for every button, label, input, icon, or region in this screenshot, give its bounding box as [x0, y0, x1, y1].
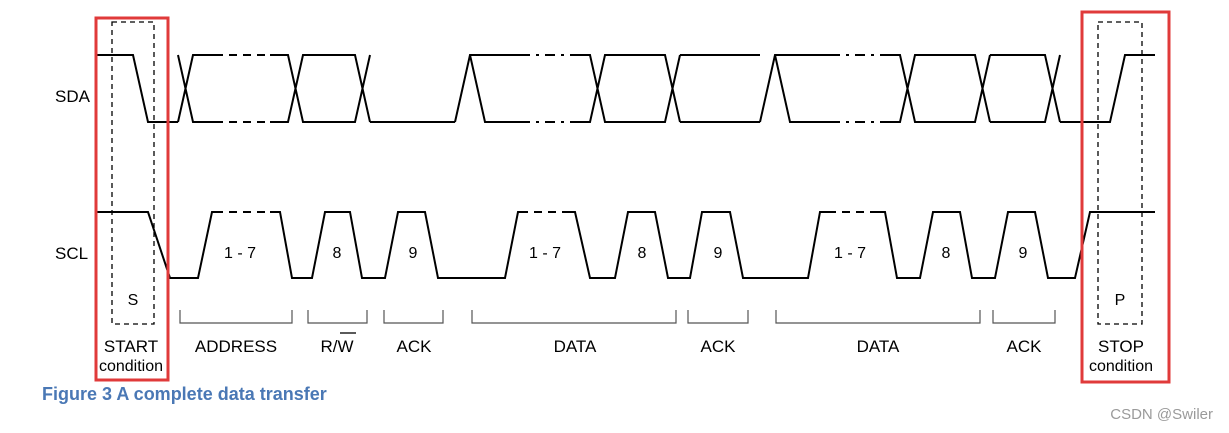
pulse-label: 1 - 7 [529, 245, 561, 262]
stop-highlight-box [1080, 10, 1171, 384]
figure-caption: Figure 3 A complete data transfer [42, 384, 327, 404]
segment-brackets [179, 310, 1056, 324]
pulse-label: 8 [942, 245, 951, 262]
pulse-label: 9 [1019, 245, 1028, 262]
stop-dashed-box [1097, 21, 1143, 325]
segment-label-ack: ACK [1007, 337, 1043, 356]
scl-pulse-labels: 1 - 7 8 9 1 - 7 8 9 1 - 7 8 9 [224, 245, 1028, 262]
pulse-label: 9 [409, 245, 418, 262]
segment-label-data: DATA [554, 337, 597, 356]
start-sublabel: condition [99, 358, 163, 375]
stop-symbol: P [1115, 292, 1126, 309]
watermark: CSDN @Swiler [1110, 406, 1213, 423]
scl-label: SCL [55, 244, 88, 263]
pulse-label: 8 [333, 245, 342, 262]
start-label: START [104, 337, 158, 356]
sda-label: SDA [55, 87, 91, 106]
pulse-label: 9 [714, 245, 723, 262]
pulse-label: 1 - 7 [834, 245, 866, 262]
segment-label-address: ADDRESS [195, 337, 277, 356]
segment-label-ack: ACK [701, 337, 737, 356]
segment-label-ack: ACK [397, 337, 433, 356]
stop-label: STOP [1098, 337, 1144, 356]
start-highlight-box [94, 16, 170, 382]
start-dashed-box [111, 21, 155, 325]
segment-labels: ADDRESS R/W ACK DATA ACK DATA ACK [195, 332, 1043, 356]
stop-sublabel: condition [1089, 358, 1153, 375]
start-symbol: S [128, 292, 139, 309]
scl-waveform [95, 211, 1155, 279]
pulse-label: 1 - 7 [224, 245, 256, 262]
pulse-label: 8 [638, 245, 647, 262]
sda-waveform [95, 54, 1155, 123]
segment-label-data: DATA [857, 337, 900, 356]
segment-label-rw: R/W [320, 337, 353, 356]
